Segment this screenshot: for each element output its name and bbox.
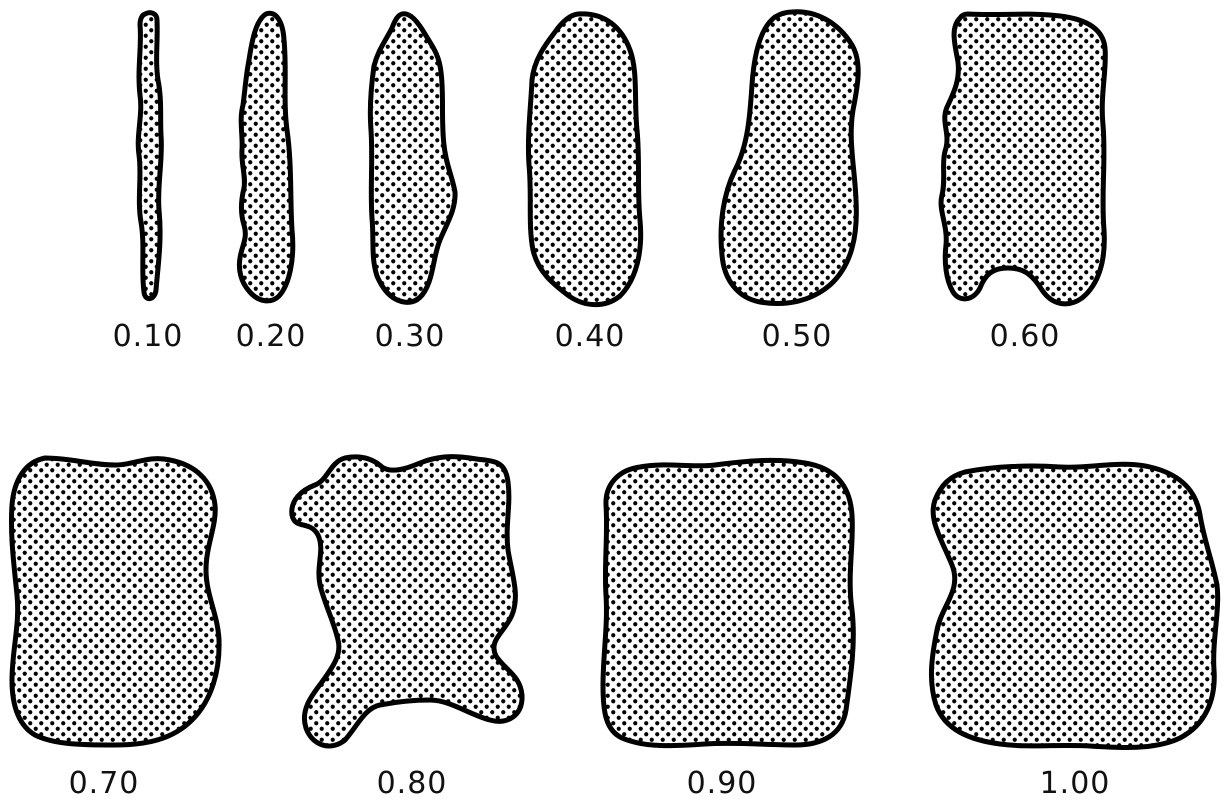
shape-outline-10 (931, 464, 1217, 747)
shape-label-3: 0.30 (375, 319, 446, 354)
shape-label-6: 0.60 (990, 319, 1061, 354)
shape-group-7: 0.70 (11, 458, 219, 801)
shape-group-1: 0.10 (113, 13, 184, 354)
shape-label-7: 0.70 (69, 766, 140, 801)
shape-group-5: 0.50 (721, 12, 858, 354)
shape-outline-5 (721, 12, 858, 304)
shape-outline-7 (11, 458, 219, 745)
shape-label-5: 0.50 (762, 319, 833, 354)
shape-group-9: 0.90 (603, 460, 853, 801)
shape-label-8: 0.80 (377, 766, 448, 801)
shape-outline-2 (239, 13, 292, 301)
shape-label-1: 0.10 (113, 319, 184, 354)
shape-group-6: 0.60 (941, 14, 1105, 354)
shape-outline-6 (941, 14, 1105, 304)
shape-outline-8 (292, 457, 522, 746)
shape-group-2: 0.20 (236, 13, 307, 354)
shape-outline-9 (603, 460, 853, 745)
shape-label-2: 0.20 (236, 319, 307, 354)
shape-outline-3 (370, 14, 455, 303)
shape-label-10: 1.00 (1040, 766, 1111, 801)
shape-label-9: 0.90 (687, 766, 758, 801)
shape-group-3: 0.30 (370, 14, 455, 354)
shape-group-10: 1.00 (931, 464, 1217, 801)
shape-outline-4 (528, 14, 640, 305)
shape-group-4: 0.40 (528, 14, 640, 354)
shape-group-8: 0.80 (292, 457, 522, 801)
shape-label-4: 0.40 (555, 319, 626, 354)
shape-outline-1 (138, 13, 161, 299)
